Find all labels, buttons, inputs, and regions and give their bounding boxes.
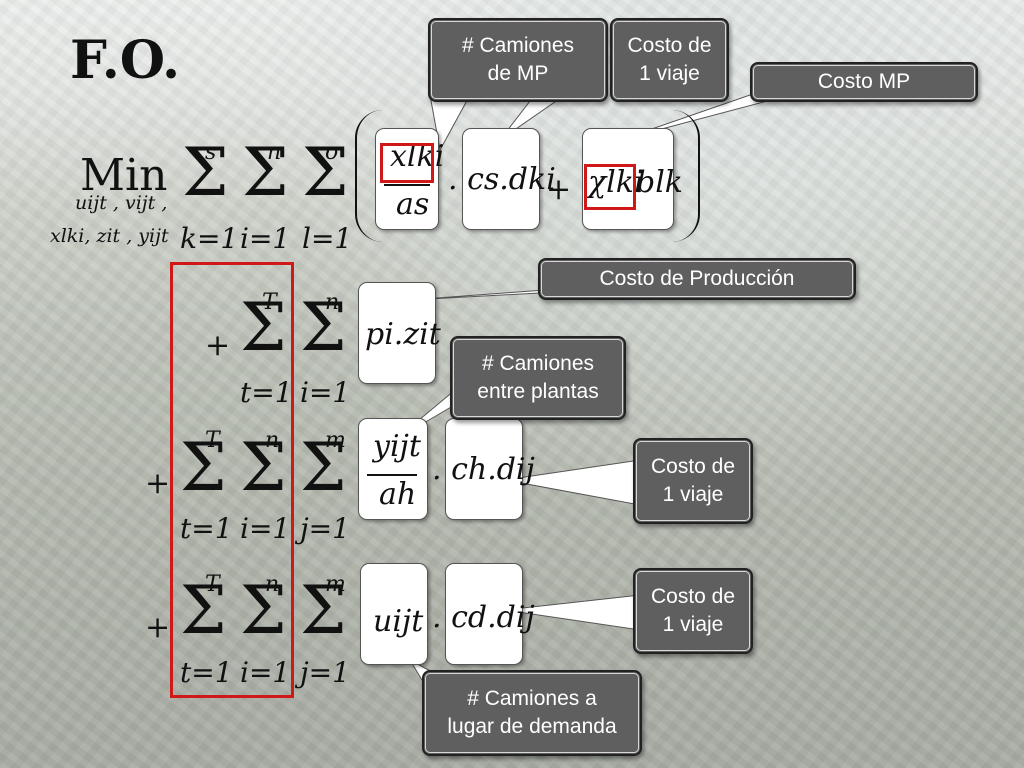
min-label: Min [80,150,168,201]
callout-camiones-demanda: # Camiones a lugar de demanda [422,670,642,756]
sum-symbol-l: Σ [302,134,349,211]
term-box-cs-dki [462,128,540,230]
plus-sign-row2: + [205,328,231,363]
sum-upper-T-row4: T [205,572,220,597]
sum-symbol-i: Σ [242,134,289,211]
right-parenthesis [670,110,700,242]
plus-sign-row3: + [145,466,171,501]
term-b-lk: blk [636,165,683,200]
sum-symbol-i-row4: Σ [240,572,287,649]
sum-upper-n-1: n [267,140,282,165]
sum-upper-m-row3: m [325,428,346,453]
sum-upper-m-row4: m [325,572,346,597]
sum-upper-o: o [325,140,339,165]
callout-costo-viaje-3: Costo de 1 viaje [633,568,753,654]
term-uijt: uijt [373,604,424,639]
sum-symbol-j-row4: Σ [300,572,347,649]
term-cost-cs-dki: . cs.dki [448,162,556,197]
sum-symbol-i-row3: Σ [240,429,287,506]
sum-lower-k: k=1 [180,222,239,255]
term-cost-ch-dij: . ch.dij [432,452,535,487]
fraction-denominator-ah: ah [379,477,417,512]
fraction-bar-row3 [367,474,417,476]
sum-upper-n-row3: n [265,428,280,453]
fraction-denominator-as: as [396,187,430,222]
sum-lower-t-row2: t=1 [240,376,293,409]
sum-upper-T-row3: T [205,428,220,453]
highlight-chi [584,164,636,210]
term-box-yijt-ah: yijt ah [358,418,428,520]
sum-symbol-t-row4: Σ [180,572,227,649]
term-cost-cd-dij: . cd.dij [432,600,535,635]
variables-line-1: uijt , vijt , [75,192,168,214]
sum-lower-i-row3: i=1 [240,512,291,545]
sum-symbol-t-row3: Σ [180,429,227,506]
term-pi-zit: pi.zit [365,317,441,352]
sum-lower-j-row3: j=1 [300,512,350,545]
plus-sign-row4: + [145,610,171,645]
callout-costo-viaje-2: Costo de 1 viaje [633,438,753,524]
term-box-cd-dij [445,563,523,665]
callout-costo-viaje-1: Costo de 1 viaje [610,18,729,102]
term-box-uijt: uijt [360,563,428,665]
sum-upper-n-row2: n [325,290,340,315]
term-box-ch-dij [445,418,523,520]
term-box-chi-b [582,128,674,230]
sum-upper-s: s [205,140,217,165]
callout-camiones-mp: # Camiones de MP [428,18,608,102]
sum-upper-n-row4: n [265,572,280,597]
sum-symbol-t-row2: Σ [240,289,287,366]
sum-lower-i-row4: i=1 [240,656,291,689]
sum-lower-i-1: i=1 [240,222,291,255]
sum-lower-t-row3: t=1 [180,512,233,545]
callout-camiones-plantas: # Camiones entre plantas [450,336,626,420]
sum-upper-T-row2: T [262,290,277,315]
callout-costo-produccion: Costo de Producción [538,258,856,300]
sum-symbol-j-row3: Σ [300,429,347,506]
highlight-xlki [380,143,434,183]
sum-lower-i-row2: i=1 [300,376,351,409]
term-box-pi-zit: pi.zit [358,282,441,384]
fraction-numerator-yijt: yijt [373,429,421,464]
plus-sign-row1: + [546,172,572,207]
highlight-time-sums [170,262,294,698]
slide-title: F.O. [70,30,181,91]
sum-lower-l: l=1 [302,222,353,255]
callout-costo-mp: Costo MP [750,62,978,102]
sum-symbol-k: Σ [182,134,229,211]
sum-lower-j-row4: j=1 [300,656,350,689]
fraction-bar [384,184,430,186]
left-parenthesis [355,110,385,242]
sum-lower-t-row4: t=1 [180,656,233,689]
variables-line-2: xlki, zit , yijt [50,225,169,247]
sum-symbol-i-row2: Σ [300,289,347,366]
